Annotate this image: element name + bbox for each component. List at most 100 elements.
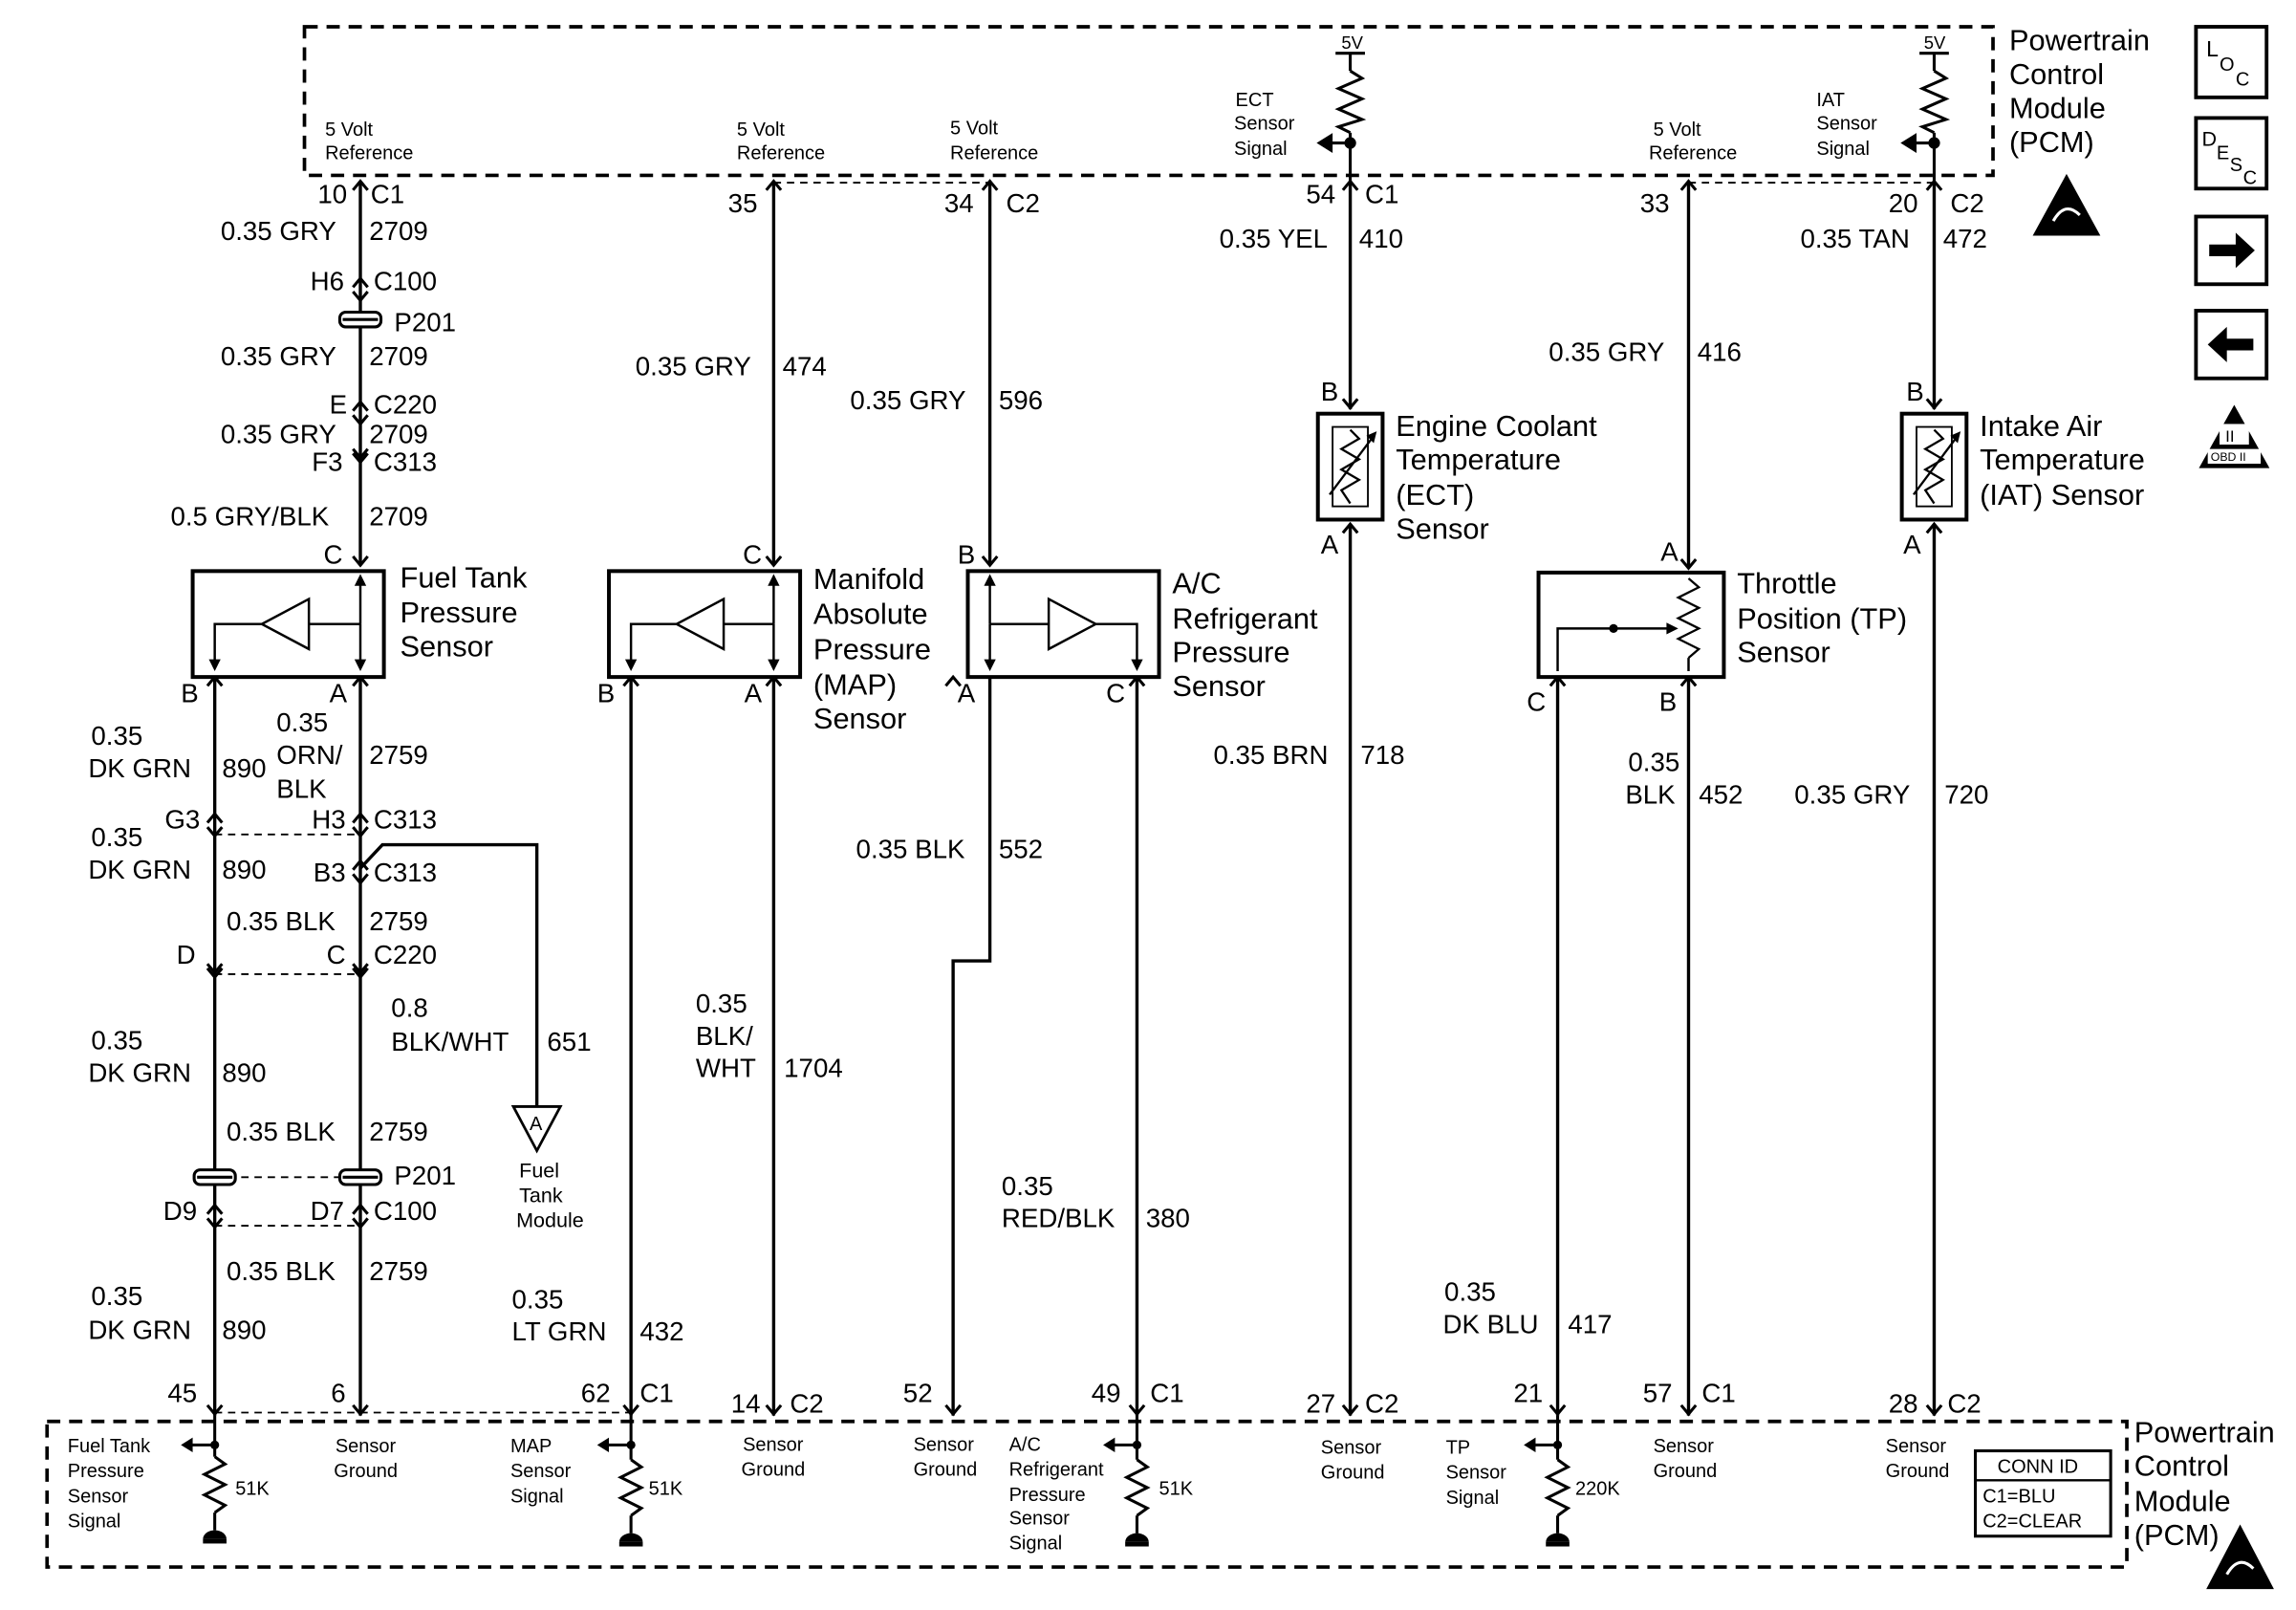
svg-text:0.5 GRY/BLK: 0.5 GRY/BLK bbox=[170, 502, 329, 532]
svg-text:A: A bbox=[1660, 537, 1679, 567]
svg-text:Pressure: Pressure bbox=[1009, 1485, 1086, 1506]
svg-text:O: O bbox=[2220, 54, 2235, 76]
svg-text:0.35: 0.35 bbox=[1002, 1171, 1053, 1201]
svg-text:5V: 5V bbox=[1341, 33, 1363, 53]
svg-text:B: B bbox=[1659, 687, 1677, 717]
arrow-right-icon[interactable] bbox=[2194, 214, 2269, 287]
desc-icon[interactable]: D E S C bbox=[2194, 116, 2269, 191]
svg-text:472: 472 bbox=[1943, 224, 1987, 253]
svg-text:2759: 2759 bbox=[369, 906, 428, 936]
svg-text:Ground: Ground bbox=[1886, 1461, 1950, 1482]
svg-text:Sensor: Sensor bbox=[401, 630, 493, 664]
bottom-pin-labels: 45 6 62 C1 14 C2 52 49 C1 27 C2 21 57 C1… bbox=[167, 1379, 1981, 1419]
svg-text:C100: C100 bbox=[374, 266, 437, 295]
svg-text:B: B bbox=[958, 540, 975, 570]
svg-text:51K: 51K bbox=[649, 1479, 683, 1500]
svg-text:33: 33 bbox=[1640, 188, 1670, 218]
svg-text:A/C: A/C bbox=[1172, 566, 1221, 599]
top-internal-labels: 5 Volt Reference 5 Volt Reference 5 Volt… bbox=[325, 33, 1946, 163]
svg-text:Intake Air: Intake Air bbox=[1980, 409, 2102, 443]
svg-text:0.35 GRY: 0.35 GRY bbox=[636, 352, 751, 381]
svg-text:0.35: 0.35 bbox=[696, 989, 747, 1018]
svg-text:C2: C2 bbox=[790, 1389, 823, 1419]
svg-text:5 Volt: 5 Volt bbox=[737, 120, 785, 141]
svg-text:Refrigerant: Refrigerant bbox=[1172, 601, 1318, 635]
svg-text:Reference: Reference bbox=[737, 142, 825, 163]
svg-text:0.35 TAN: 0.35 TAN bbox=[1800, 224, 1909, 253]
svg-text:0.35: 0.35 bbox=[1628, 748, 1679, 777]
svg-text:57: 57 bbox=[1643, 1379, 1673, 1408]
wires bbox=[212, 183, 1937, 1416]
tp-sensor: A C B Throttle Position (TP) Sensor bbox=[1527, 537, 1907, 717]
esd-warning-icon bbox=[2032, 173, 2101, 236]
svg-text:C1: C1 bbox=[1365, 180, 1398, 209]
svg-text:E: E bbox=[330, 390, 347, 420]
esd-warning-icon-bottom bbox=[2206, 1524, 2274, 1590]
svg-text:0.8: 0.8 bbox=[391, 993, 428, 1023]
svg-text:0.35 BLK: 0.35 BLK bbox=[227, 1256, 336, 1286]
svg-text:49: 49 bbox=[1092, 1379, 1121, 1408]
svg-text:Position (TP): Position (TP) bbox=[1737, 601, 1907, 635]
svg-text:OBD II: OBD II bbox=[2211, 450, 2246, 464]
svg-text:Fuel: Fuel bbox=[519, 1159, 559, 1182]
svg-text:B: B bbox=[181, 678, 198, 707]
svg-text:Control: Control bbox=[2009, 57, 2104, 91]
loc-icon[interactable]: L O C bbox=[2194, 25, 2269, 99]
svg-text:Reference: Reference bbox=[950, 142, 1038, 163]
svg-text:DK GRN: DK GRN bbox=[88, 1316, 191, 1345]
ground-symbols bbox=[181, 1437, 1570, 1547]
svg-text:C: C bbox=[743, 540, 762, 570]
svg-text:B: B bbox=[1906, 377, 1923, 406]
svg-text:Pressure: Pressure bbox=[68, 1461, 144, 1482]
svg-text:Tank: Tank bbox=[519, 1184, 563, 1207]
svg-text:Signal: Signal bbox=[1816, 139, 1870, 160]
svg-text:E: E bbox=[2217, 142, 2229, 163]
svg-text:0.35 BLK: 0.35 BLK bbox=[227, 906, 336, 936]
svg-text:Absolute: Absolute bbox=[813, 598, 928, 631]
svg-text:C100: C100 bbox=[374, 1196, 437, 1226]
svg-text:BLK: BLK bbox=[276, 773, 327, 803]
svg-text:B: B bbox=[597, 678, 615, 707]
svg-text:Ground: Ground bbox=[1654, 1461, 1718, 1482]
svg-text:TP: TP bbox=[1446, 1438, 1471, 1459]
svg-text:Throttle: Throttle bbox=[1737, 566, 1836, 599]
svg-text:Sensor: Sensor bbox=[813, 702, 906, 735]
svg-text:Fuel Tank: Fuel Tank bbox=[68, 1436, 151, 1457]
svg-text:2759: 2759 bbox=[369, 740, 428, 770]
svg-text:27: 27 bbox=[1306, 1389, 1335, 1419]
p201-splice-top bbox=[337, 310, 383, 329]
svg-text:10: 10 bbox=[317, 180, 347, 209]
svg-text:(PCM): (PCM) bbox=[2009, 125, 2094, 159]
svg-text:C313: C313 bbox=[374, 858, 437, 887]
svg-text:C2: C2 bbox=[1007, 188, 1040, 218]
svg-text:1704: 1704 bbox=[784, 1054, 843, 1083]
pcm-top-title: Powertrain Control Module (PCM) bbox=[2009, 24, 2150, 159]
pcm-bottom-title: Powertrain Control Module (PCM) bbox=[2134, 1415, 2275, 1552]
svg-text:C: C bbox=[327, 940, 346, 969]
svg-text:S: S bbox=[2230, 155, 2242, 176]
svg-text:CONN ID: CONN ID bbox=[1998, 1457, 2078, 1478]
svg-text:Temperature: Temperature bbox=[1980, 443, 2145, 476]
svg-text:H3: H3 bbox=[312, 805, 345, 835]
svg-text:2759: 2759 bbox=[369, 1256, 428, 1286]
svg-text:D: D bbox=[2202, 128, 2218, 151]
svg-text:A: A bbox=[745, 678, 763, 707]
svg-text:5 Volt: 5 Volt bbox=[1654, 120, 1701, 141]
svg-text:51K: 51K bbox=[1159, 1479, 1194, 1500]
svg-text:Ground: Ground bbox=[1321, 1463, 1385, 1484]
svg-text:28: 28 bbox=[1889, 1389, 1918, 1419]
svg-text:C2=CLEAR: C2=CLEAR bbox=[1982, 1512, 2082, 1533]
svg-text:ORN/: ORN/ bbox=[276, 740, 343, 770]
arrow-left-icon[interactable] bbox=[2194, 309, 2269, 381]
iat-pullup-resistor bbox=[1900, 52, 1951, 184]
svg-text:14: 14 bbox=[731, 1389, 761, 1419]
svg-text:P201: P201 bbox=[394, 308, 456, 337]
svg-text:G3: G3 bbox=[164, 805, 200, 835]
svg-text:Pressure: Pressure bbox=[1172, 636, 1289, 669]
fuel-tank-pressure-sensor: C B A Fuel Tank Pressure Sensor bbox=[181, 540, 528, 708]
svg-text:Reference: Reference bbox=[1649, 142, 1737, 163]
svg-text:474: 474 bbox=[783, 352, 827, 381]
svg-text:Powertrain: Powertrain bbox=[2134, 1415, 2275, 1448]
pcm-bottom-box bbox=[45, 1419, 2129, 1569]
svg-text:890: 890 bbox=[222, 1057, 266, 1087]
